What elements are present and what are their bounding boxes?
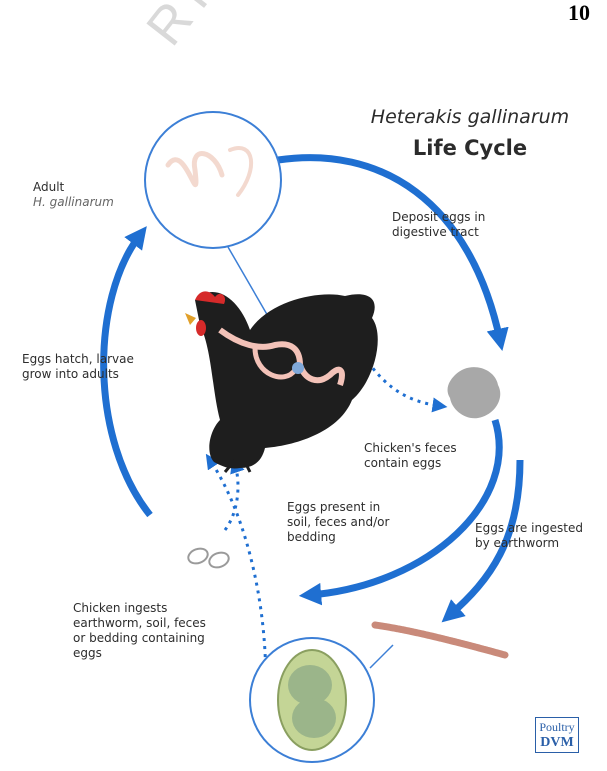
chicken-line-4: eggs xyxy=(73,646,206,661)
dotted-arrow-egg-circle-to-chicken xyxy=(210,460,266,705)
poultrydvm-logo: Poultry DVM xyxy=(535,717,579,753)
feces-icon xyxy=(448,367,501,418)
chicken-illustration xyxy=(185,291,378,472)
chicken-line-3: or bedding containing xyxy=(73,631,206,646)
present-line-1: Eggs present in xyxy=(287,500,389,515)
present-line-3: bedding xyxy=(287,530,389,545)
dotted-arrow-to-feces xyxy=(368,362,440,406)
dotted-arrow-eggs-to-chicken xyxy=(225,465,238,530)
ingested-ew-line-2: by earthworm xyxy=(475,536,583,551)
present-line-2: soil, feces and/or xyxy=(287,515,389,530)
adult-worm-circle xyxy=(145,112,281,248)
label-chicken-ingests: Chicken ingests earthworm, soil, feces o… xyxy=(73,601,206,661)
deposit-line-2: digestive tract xyxy=(392,225,485,240)
brand-line-2: DVM xyxy=(536,735,578,750)
egg-icon-2 xyxy=(207,550,231,570)
adult-text: Adult xyxy=(33,180,114,195)
label-eggs-present: Eggs present in soil, feces and/or beddi… xyxy=(287,500,389,545)
earthworm-icon xyxy=(375,625,505,655)
feces-line-1: Chicken's feces xyxy=(364,441,457,456)
diagram-title-main: Life Cycle xyxy=(345,136,595,160)
deposit-line-1: Deposit eggs in xyxy=(392,210,485,225)
label-deposit-eggs: Deposit eggs in digestive tract xyxy=(392,210,485,240)
connector-line-egg xyxy=(370,645,393,668)
hatch-line-2: grow into adults xyxy=(22,367,134,382)
ingested-ew-line-1: Eggs are ingested xyxy=(475,521,583,536)
brand-line-1: Poultry xyxy=(536,720,578,735)
diagram-title-scientific: Heterakis gallinarum xyxy=(345,106,595,128)
adult-species-text: H. gallinarum xyxy=(33,195,114,210)
label-eggs-hatch: Eggs hatch, larvae grow into adults xyxy=(22,352,134,382)
feces-line-2: contain eggs xyxy=(364,456,457,471)
label-ingested-by-earthworm: Eggs are ingested by earthworm xyxy=(475,521,583,551)
label-adult: Adult H. gallinarum xyxy=(33,180,114,210)
chicken-line-1: Chicken ingests xyxy=(73,601,206,616)
label-chicken-feces: Chicken's feces contain eggs xyxy=(364,441,457,471)
hatch-line-1: Eggs hatch, larvae xyxy=(22,352,134,367)
chicken-line-2: earthworm, soil, feces xyxy=(73,616,206,631)
egg-icon-1 xyxy=(186,546,210,566)
